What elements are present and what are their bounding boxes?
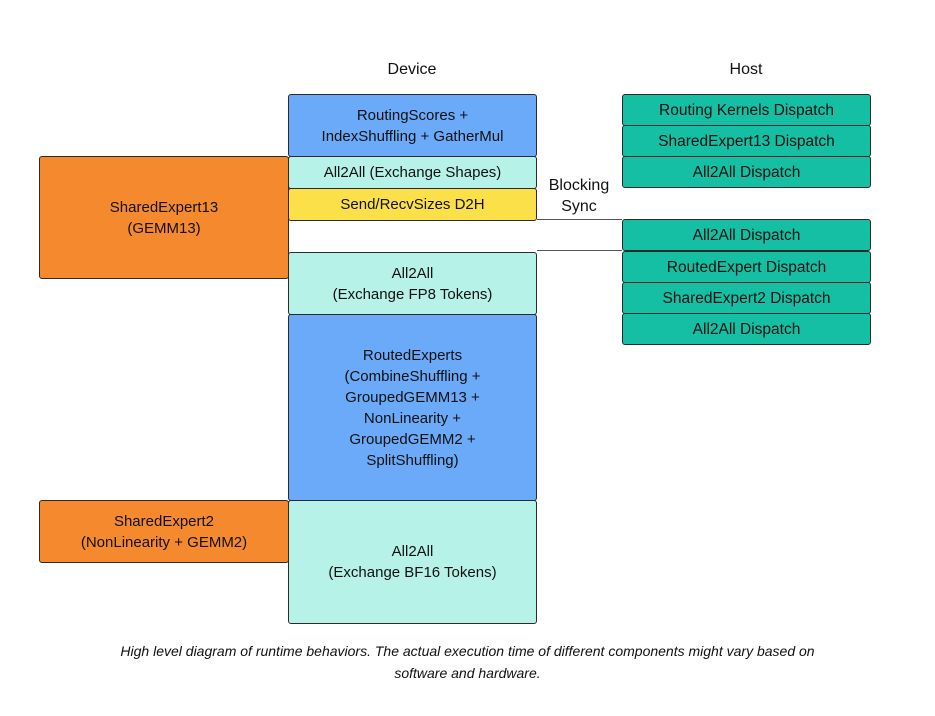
routed-experts-line-6: SplitShuffling) bbox=[366, 451, 459, 469]
routed-experts-line-2: (CombineShuffling + bbox=[344, 367, 481, 385]
routing-scores-line-2: IndexShuffling + GatherMul bbox=[321, 127, 504, 145]
host-dispatch-label: SharedExpert13 Dispatch bbox=[658, 132, 835, 150]
shared-expert13-box: SharedExpert13 (GEMM13) bbox=[39, 156, 289, 279]
shared-expert13-line-2: (GEMM13) bbox=[127, 219, 201, 237]
host-dispatch-label: Routing Kernels Dispatch bbox=[659, 101, 834, 119]
all2all-bf16-line-1: All2All bbox=[391, 543, 434, 560]
caption-line-1: High level diagram of runtime behaviors.… bbox=[120, 643, 815, 659]
routed-experts-line-5: GroupedGEMM2 + bbox=[349, 430, 476, 448]
all2all-fp8-box: All2All (Exchange FP8 Tokens) bbox=[288, 252, 537, 315]
blocking-sync-line-2: Sync bbox=[561, 198, 597, 215]
routed-experts-line-1: RoutedExperts bbox=[362, 346, 463, 364]
blocking-sync-label: Blocking Sync bbox=[537, 175, 621, 217]
routing-scores-box: RoutingScores + IndexShuffling + GatherM… bbox=[288, 94, 537, 157]
host-all2all-dispatch-3: All2All Dispatch bbox=[622, 313, 871, 345]
all2all-bf16-box: All2All (Exchange BF16 Tokens) bbox=[288, 500, 537, 624]
all2all-shapes-line-1: All2All (Exchange Shapes) bbox=[323, 164, 502, 181]
caption-line-2: software and hardware. bbox=[394, 665, 541, 681]
host-all2all-dispatch-2: All2All Dispatch bbox=[622, 219, 871, 251]
host-all2all-dispatch-1: All2All Dispatch bbox=[622, 156, 871, 188]
sync-connector-lower bbox=[537, 250, 622, 251]
host-dispatch-label: All2All Dispatch bbox=[692, 226, 801, 244]
host-dispatch-label: RoutedExpert Dispatch bbox=[666, 258, 827, 276]
host-dispatch-label: All2All Dispatch bbox=[692, 163, 801, 181]
blocking-sync-line-1: Blocking bbox=[548, 177, 610, 194]
host-dispatch-label: All2All Dispatch bbox=[692, 320, 801, 338]
shared-expert2-box: SharedExpert2 (NonLinearity + GEMM2) bbox=[39, 500, 289, 563]
host-dispatch-label: SharedExpert2 Dispatch bbox=[662, 289, 831, 307]
all2all-bf16-line-2: (Exchange BF16 Tokens) bbox=[328, 564, 497, 581]
device-header: Device bbox=[387, 61, 437, 78]
all2all-fp8-line-1: All2All bbox=[391, 264, 434, 282]
shared-expert2-line-2: (NonLinearity + GEMM2) bbox=[80, 533, 248, 551]
host-routed-expert-dispatch: RoutedExpert Dispatch bbox=[622, 251, 871, 283]
shared-expert13-line-1: SharedExpert13 bbox=[109, 198, 219, 216]
shared-expert2-line-1: SharedExpert2 bbox=[113, 512, 215, 530]
all2all-fp8-line-2: (Exchange FP8 Tokens) bbox=[332, 285, 493, 303]
routed-experts-line-4: NonLinearity + bbox=[363, 409, 462, 427]
host-routing-kernels-dispatch: Routing Kernels Dispatch bbox=[622, 94, 871, 126]
figure-caption: High level diagram of runtime behaviors.… bbox=[30, 640, 905, 684]
all2all-shapes-box: All2All (Exchange Shapes) bbox=[288, 156, 537, 189]
host-shared-expert13-dispatch: SharedExpert13 Dispatch bbox=[622, 125, 871, 157]
send-recv-sizes-line-1: Send/RecvSizes D2H bbox=[340, 196, 485, 213]
host-shared-expert2-dispatch: SharedExpert2 Dispatch bbox=[622, 282, 871, 314]
sync-connector-upper bbox=[537, 219, 622, 220]
routed-experts-box: RoutedExperts (CombineShuffling + Groupe… bbox=[288, 314, 537, 501]
host-header: Host bbox=[729, 61, 763, 78]
send-recv-sizes-box: Send/RecvSizes D2H bbox=[288, 188, 537, 221]
routing-scores-line-1: RoutingScores + bbox=[356, 106, 469, 124]
routed-experts-line-3: GroupedGEMM13 + bbox=[345, 388, 480, 406]
